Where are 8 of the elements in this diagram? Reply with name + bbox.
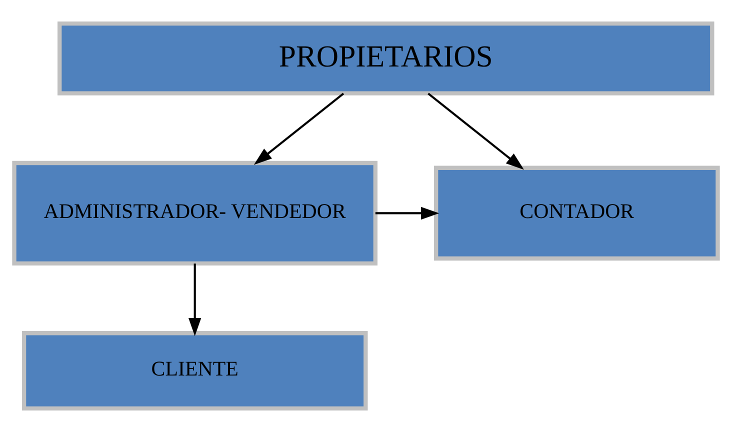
arrow xyxy=(188,263,202,336)
node-box: CLIENTE xyxy=(22,330,368,410)
node-box: CONTADOR xyxy=(434,165,720,260)
node-box: PROPIETARIOS xyxy=(58,20,714,95)
node-box: ADMINISTRADOR- VENDEDOR xyxy=(12,160,378,265)
arrow xyxy=(375,206,440,220)
arrow xyxy=(254,92,344,164)
arrow xyxy=(428,92,524,170)
